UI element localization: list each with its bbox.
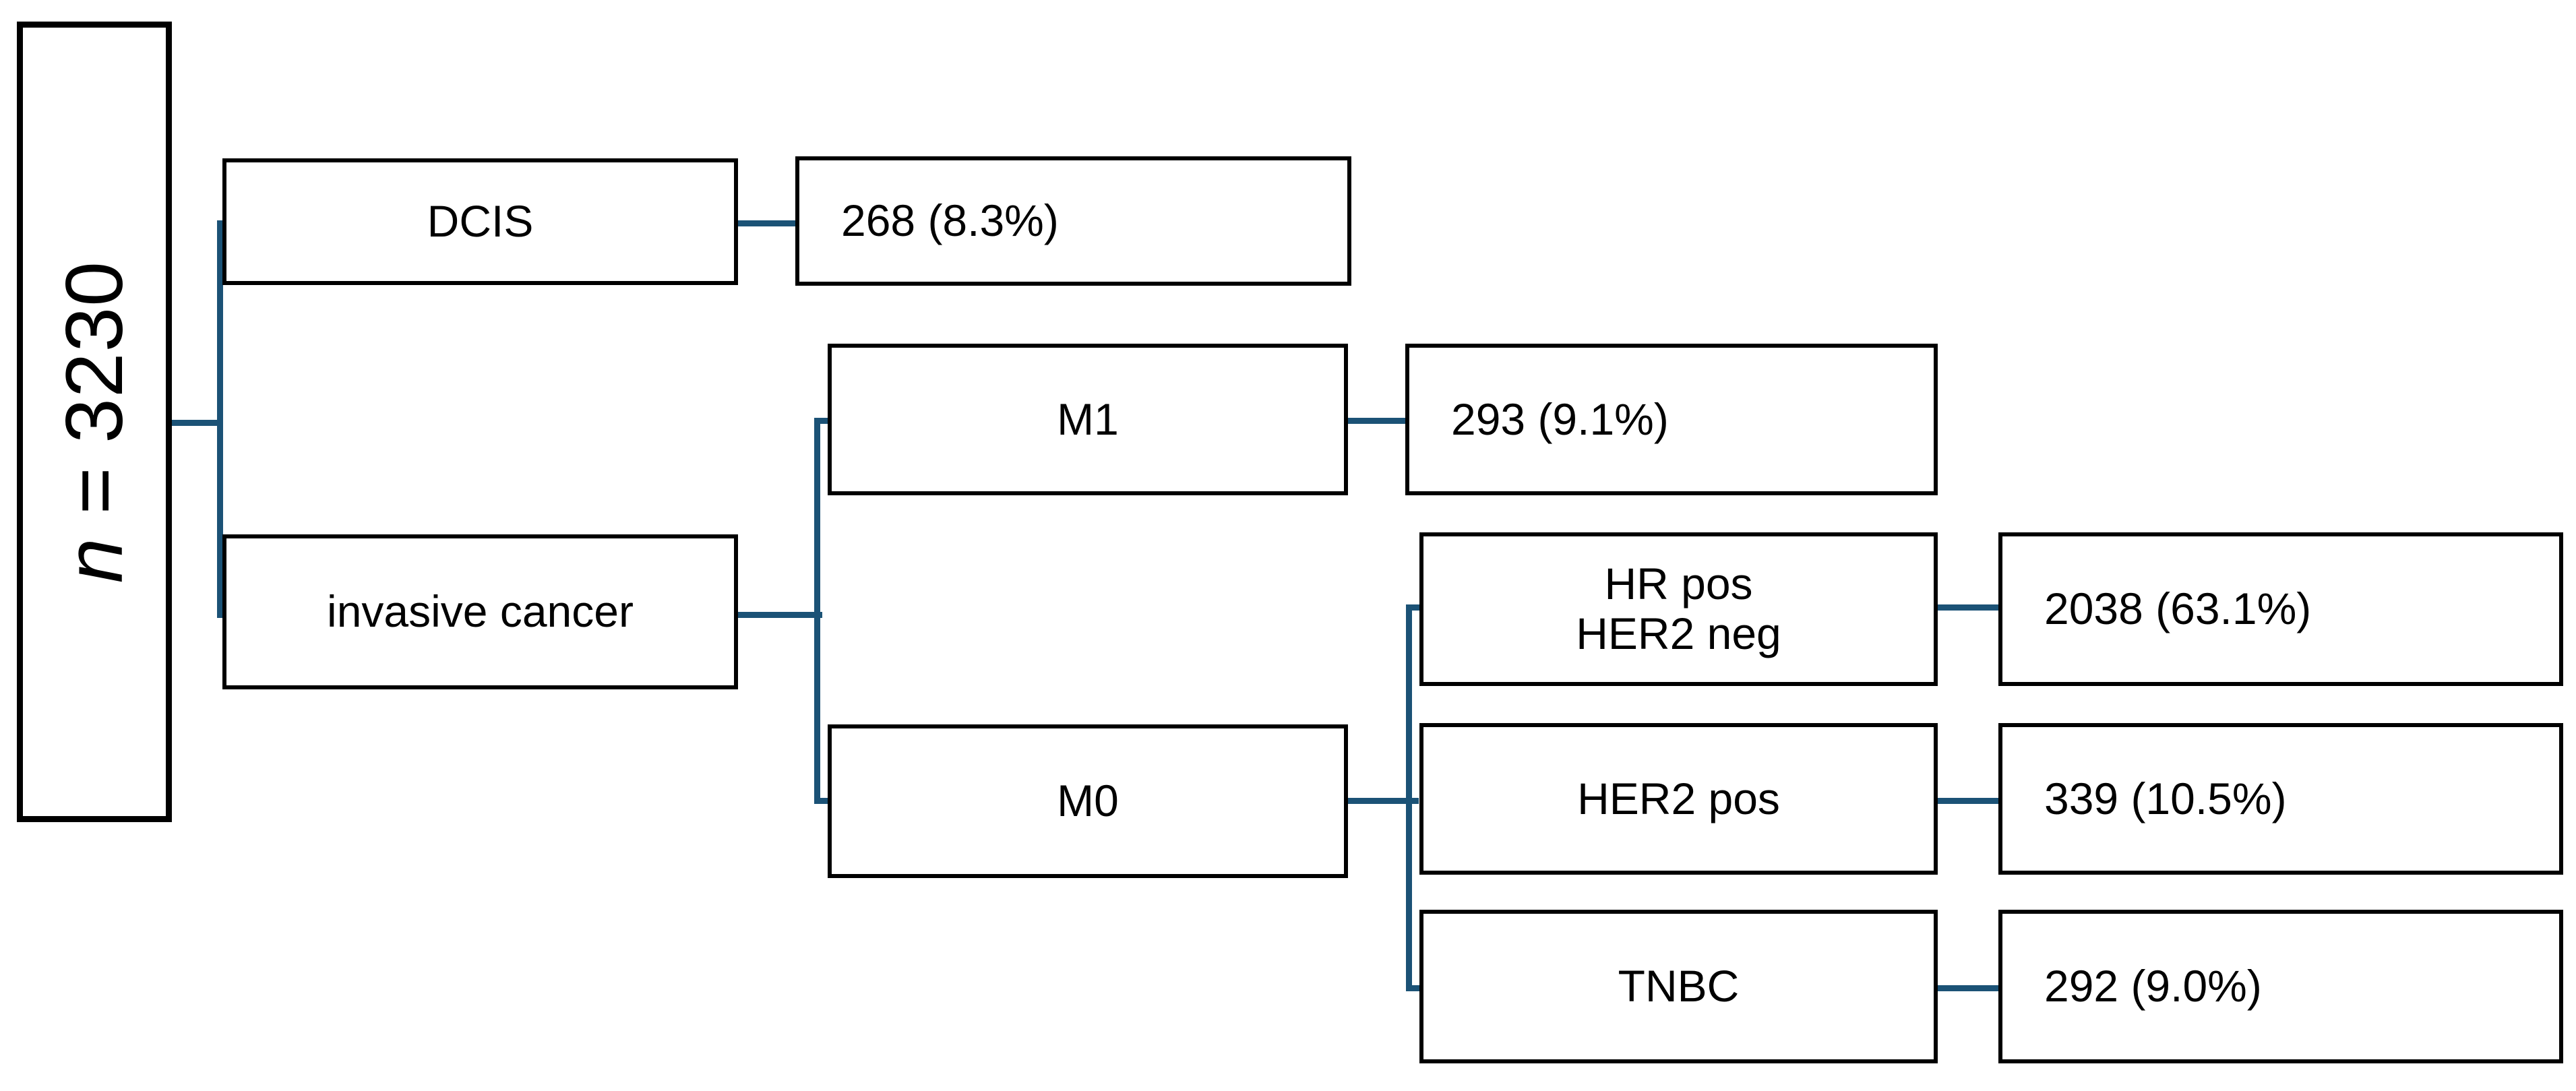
- node-dcis-label: DCIS: [427, 196, 534, 247]
- node-hr-pos-line1: HR pos: [1604, 559, 1753, 609]
- connector-level1-spine: [217, 220, 223, 618]
- node-m0-label: M0: [1057, 776, 1119, 826]
- node-m0[interactable]: M0: [828, 724, 1348, 878]
- connector-hr-pos-to-count: [1938, 604, 1998, 611]
- node-m1-count-label: 293 (9.1%): [1451, 394, 1669, 444]
- node-tnbc[interactable]: TNBC: [1419, 910, 1938, 1063]
- node-m1[interactable]: M1: [828, 344, 1348, 495]
- connector-m1-to-count: [1348, 418, 1405, 424]
- node-dcis-count[interactable]: 268 (8.3%): [795, 156, 1351, 286]
- connector-tnbc-to-count: [1938, 985, 1998, 991]
- connector-level3-spine: [1406, 604, 1412, 991]
- connector-to-tnbc: [1406, 985, 1419, 991]
- node-dcis[interactable]: DCIS: [222, 158, 738, 285]
- node-hr-pos-count[interactable]: 2038 (63.1%): [1998, 532, 2563, 686]
- root-label-rest: = 3230: [49, 260, 140, 538]
- node-her2-pos[interactable]: HER2 pos: [1419, 723, 1938, 875]
- connector-to-hr-pos-her2-neg: [1406, 604, 1419, 611]
- node-root-cohort[interactable]: n = 3230: [17, 22, 172, 822]
- node-m1-count[interactable]: 293 (9.1%): [1405, 344, 1938, 495]
- connector-her2-pos-to-count: [1938, 798, 1998, 804]
- node-hr-pos-count-label: 2038 (63.1%): [2044, 584, 2312, 634]
- connector-invasive-to-spine: [735, 612, 822, 618]
- node-her2-pos-label: HER2 pos: [1577, 773, 1780, 823]
- node-tnbc-count-label: 292 (9.0%): [2044, 961, 2262, 1011]
- node-hr-pos-her2-neg[interactable]: HR pos HER2 neg: [1419, 532, 1938, 686]
- connector-m0-to-spine: [1348, 798, 1419, 804]
- node-invasive-cancer-label: invasive cancer: [327, 586, 634, 637]
- node-invasive-cancer[interactable]: invasive cancer: [222, 534, 738, 689]
- node-hr-pos-line2: HER2 neg: [1576, 609, 1781, 658]
- connector-level2-spine: [814, 418, 820, 804]
- node-her2-pos-count-label: 339 (10.5%): [2044, 773, 2287, 823]
- root-label-wrapper: n = 3230: [23, 28, 166, 816]
- connector-to-m1: [814, 418, 828, 424]
- root-label-italic-n: n: [49, 537, 140, 584]
- node-tnbc-label: TNBC: [1618, 961, 1740, 1011]
- node-m1-label: M1: [1057, 394, 1119, 444]
- node-tnbc-count[interactable]: 292 (9.0%): [1998, 910, 2563, 1063]
- connector-root-stub: [170, 420, 223, 426]
- connector-to-m0: [814, 798, 828, 804]
- node-her2-pos-count[interactable]: 339 (10.5%): [1998, 723, 2563, 875]
- node-dcis-count-label: 268 (8.3%): [841, 195, 1059, 246]
- root-label: n = 3230: [49, 261, 140, 583]
- connector-dcis-to-count: [735, 220, 795, 226]
